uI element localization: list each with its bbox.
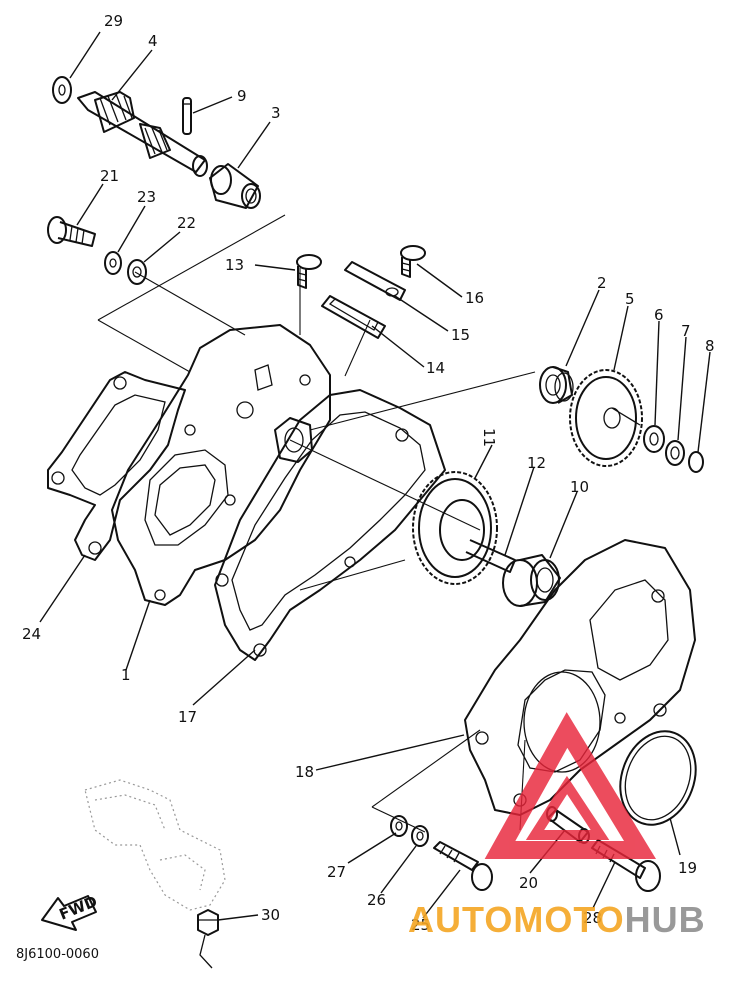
callout-27: 27 [327, 863, 346, 881]
part-16-screw [400, 245, 426, 278]
callout-1: 1 [121, 666, 131, 684]
callout-numbers: 29 4 9 3 21 23 22 13 16 15 14 2 5 6 7 8 … [22, 12, 715, 934]
callout-13: 13 [225, 256, 244, 274]
fwd-arrow-icon: FWD [41, 892, 100, 931]
part-23-washer [104, 251, 122, 275]
watermark-text-part1: AUTOMOTO [408, 899, 625, 940]
part-15-plate [344, 261, 406, 301]
callout-leader-lines [39, 31, 711, 921]
part-3-bushing [209, 163, 261, 209]
part-27-washer [390, 815, 408, 837]
callout-9: 9 [237, 87, 247, 105]
callout-3: 3 [271, 104, 281, 122]
drawing-code: 8J6100-0060 [16, 947, 99, 962]
callout-26: 26 [367, 891, 386, 909]
part-22-washer [127, 259, 147, 285]
callout-5: 5 [625, 290, 635, 308]
callout-23: 23 [137, 188, 156, 206]
callout-4: 4 [148, 32, 158, 50]
part-30-fitting [197, 909, 219, 969]
part-7-washer [665, 440, 685, 466]
part-25-bolt [433, 841, 493, 891]
part-21-bolt [47, 216, 96, 247]
part-24-gasket [47, 371, 186, 561]
part-4-shaft [77, 91, 208, 177]
part-26-washer [411, 825, 429, 847]
callout-24: 24 [22, 625, 41, 643]
callout-19: 19 [678, 859, 697, 877]
callout-15: 15 [451, 326, 470, 344]
callout-29: 29 [104, 12, 123, 30]
part-19-o-ring [619, 730, 697, 826]
callout-21: 21 [100, 167, 119, 185]
callout-6: 6 [654, 306, 664, 324]
callout-17: 17 [178, 708, 197, 726]
callout-14: 14 [426, 359, 445, 377]
part-1-housing [111, 324, 331, 606]
callout-25: 25 [411, 916, 430, 934]
engine-ghost-outline [84, 779, 226, 911]
part-6-washer [643, 425, 665, 453]
watermark-text-part2: HUB [625, 899, 706, 940]
part-2-bearing [539, 366, 574, 404]
part-5-gear [569, 369, 643, 467]
part-8-circlip [688, 451, 704, 473]
part-9-pin [182, 97, 192, 135]
callout-18: 18 [295, 763, 314, 781]
callout-12: 12 [527, 454, 546, 472]
callout-8: 8 [705, 337, 715, 355]
part-29-washer [52, 76, 72, 104]
callout-28: 28 [583, 909, 602, 927]
watermark-text: AUTOMOTOHUB [408, 899, 706, 940]
callout-22: 22 [177, 214, 196, 232]
callout-20: 20 [519, 874, 538, 892]
callout-10: 10 [570, 478, 589, 496]
callout-11: 11 [480, 428, 498, 447]
callout-16: 16 [465, 289, 484, 307]
part-18-cover [464, 539, 696, 816]
watermark-logo [484, 712, 657, 859]
callout-2: 2 [597, 274, 607, 292]
part-14-gasket [321, 295, 386, 339]
part-10-bearing [502, 554, 561, 607]
part-11-gear [412, 471, 516, 585]
part-17-gasket [214, 389, 446, 661]
callout-7: 7 [681, 322, 691, 340]
svg-text:AUTOMOTOHUB: AUTOMOTOHUB [408, 899, 706, 940]
callout-30: 30 [261, 906, 280, 924]
assembly-guide-lines [97, 214, 536, 833]
part-13-screw [296, 254, 322, 289]
